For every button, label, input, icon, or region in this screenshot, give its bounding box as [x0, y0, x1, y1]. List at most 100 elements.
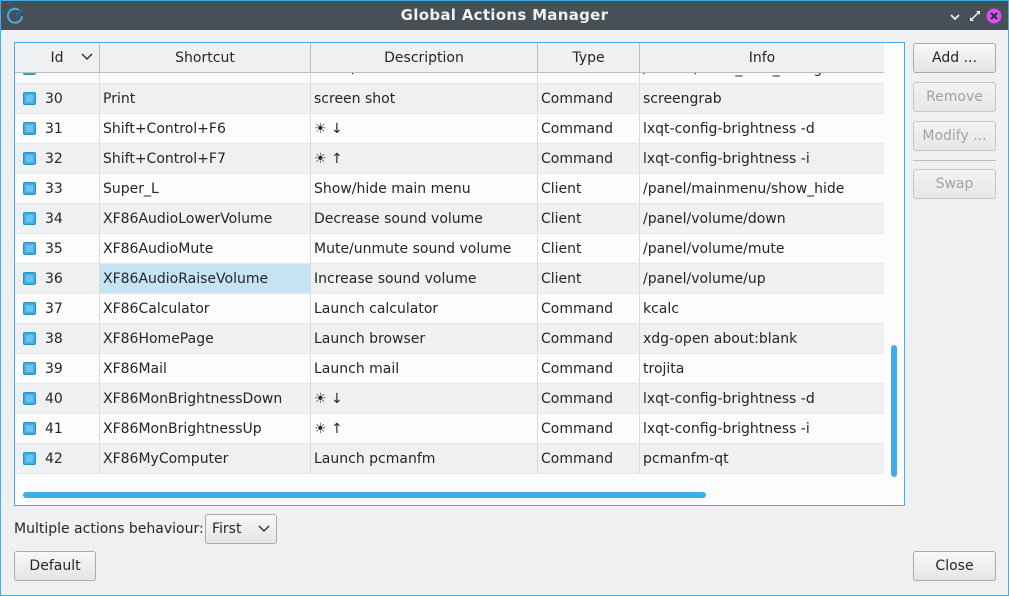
cell-id[interactable]: 36: [15, 264, 100, 294]
cell-id[interactable]: 42: [15, 444, 100, 474]
cell-info[interactable]: screengrab: [640, 84, 884, 114]
enabled-checkbox[interactable]: [23, 392, 36, 405]
cell-info[interactable]: /runner/show_hide_dialog: [640, 73, 884, 84]
cell-shortcut[interactable]: Shift+Control+F7: [100, 144, 311, 174]
cell-type[interactable]: Command: [538, 384, 640, 414]
close-icon[interactable]: [986, 8, 1002, 24]
cell-description[interactable]: ☀ ↑: [311, 144, 538, 174]
default-button[interactable]: Default: [14, 551, 96, 581]
column-header-info[interactable]: Info: [640, 43, 884, 73]
cell-shortcut[interactable]: XF86AudioMute: [100, 234, 311, 264]
cell-shortcut[interactable]: XF86MyComputer: [100, 444, 311, 474]
cell-description[interactable]: Decrease sound volume: [311, 204, 538, 234]
cell-shortcut[interactable]: XF86Mail: [100, 354, 311, 384]
cell-id[interactable]: 30: [15, 84, 100, 114]
cell-type[interactable]: Client: [538, 174, 640, 204]
cell-type[interactable]: Command: [538, 294, 640, 324]
cell-description[interactable]: Launch browser: [311, 324, 538, 354]
chevron-down-icon[interactable]: [81, 53, 93, 61]
cell-description[interactable]: Mute/unmute sound volume: [311, 234, 538, 264]
cell-info[interactable]: xdg-open about:blank: [640, 324, 884, 354]
cell-info[interactable]: pcmanfm-qt: [640, 444, 884, 474]
column-header-shortcut[interactable]: Shortcut: [100, 43, 311, 73]
cell-id[interactable]: 35: [15, 234, 100, 264]
cell-description[interactable]: Launch calculator: [311, 294, 538, 324]
cell-info[interactable]: /panel/volume/up: [640, 264, 884, 294]
cell-id[interactable]: 31: [15, 114, 100, 144]
modify-button[interactable]: Modify ...: [913, 121, 996, 151]
cell-shortcut[interactable]: Shift+Control+F6: [100, 114, 311, 144]
cell-type[interactable]: Command: [538, 114, 640, 144]
cell-id[interactable]: 38: [15, 324, 100, 354]
enabled-checkbox[interactable]: [23, 122, 36, 135]
cell-shortcut[interactable]: Print: [100, 84, 311, 114]
vertical-scrollbar-thumb[interactable]: [891, 345, 897, 477]
column-header-type[interactable]: Type: [538, 43, 640, 73]
add-button[interactable]: Add ...: [913, 43, 996, 73]
enabled-checkbox[interactable]: [23, 422, 36, 435]
remove-button[interactable]: Remove: [913, 82, 996, 112]
cell-shortcut[interactable]: XF86MonBrightnessDown: [100, 384, 311, 414]
cell-shortcut[interactable]: XF86MonBrightnessUp: [100, 414, 311, 444]
enabled-checkbox[interactable]: [23, 212, 36, 225]
cell-shortcut[interactable]: XF86AudioLowerVolume: [100, 204, 311, 234]
cell-description[interactable]: Increase sound volume: [311, 264, 538, 294]
cell-type[interactable]: Client: [538, 204, 640, 234]
cell-type[interactable]: Command: [538, 444, 640, 474]
cell-shortcut[interactable]: XF86Calculator: [100, 294, 311, 324]
cell-shortcut[interactable]: Meta+R: [100, 73, 311, 84]
cell-shortcut[interactable]: XF86HomePage: [100, 324, 311, 354]
enabled-checkbox[interactable]: [23, 302, 36, 315]
cell-description[interactable]: Show/hide runner: [311, 73, 538, 84]
cell-description[interactable]: screen shot: [311, 84, 538, 114]
column-header-description[interactable]: Description: [311, 43, 538, 73]
cell-info[interactable]: trojita: [640, 354, 884, 384]
swap-button[interactable]: Swap: [913, 169, 996, 199]
cell-type[interactable]: Client: [538, 73, 640, 84]
cell-id[interactable]: 33: [15, 174, 100, 204]
multiple-actions-combo[interactable]: First: [205, 514, 277, 544]
enabled-checkbox[interactable]: [23, 332, 36, 345]
cell-description[interactable]: ☀ ↓: [311, 114, 538, 144]
enabled-checkbox[interactable]: [23, 272, 36, 285]
cell-id[interactable]: 34: [15, 204, 100, 234]
cell-type[interactable]: Command: [538, 144, 640, 174]
enabled-checkbox[interactable]: [23, 242, 36, 255]
vertical-scrollbar[interactable]: [885, 43, 904, 484]
cell-id[interactable]: 39: [15, 354, 100, 384]
enabled-checkbox[interactable]: [23, 73, 36, 75]
cell-type[interactable]: Client: [538, 234, 640, 264]
enabled-checkbox[interactable]: [23, 362, 36, 375]
cell-description[interactable]: Launch pcmanfm: [311, 444, 538, 474]
restore-icon[interactable]: [967, 8, 983, 24]
cell-id[interactable]: 32: [15, 144, 100, 174]
cell-info[interactable]: lxqt-config-brightness -i: [640, 144, 884, 174]
enabled-checkbox[interactable]: [23, 452, 36, 465]
cell-id[interactable]: 41: [15, 414, 100, 444]
cell-info[interactable]: lxqt-config-brightness -d: [640, 114, 884, 144]
actions-table[interactable]: Id Shortcut Description Type Info 29Meta…: [14, 42, 905, 506]
cell-shortcut[interactable]: Super_L: [100, 174, 311, 204]
cell-description[interactable]: Show/hide main menu: [311, 174, 538, 204]
cell-info[interactable]: lxqt-config-brightness -i: [640, 414, 884, 444]
cell-id[interactable]: 29: [15, 73, 100, 84]
cell-info[interactable]: kcalc: [640, 294, 884, 324]
column-header-id[interactable]: Id: [15, 43, 100, 73]
close-button[interactable]: Close: [913, 551, 996, 581]
enabled-checkbox[interactable]: [23, 182, 36, 195]
cell-shortcut[interactable]: XF86AudioRaiseVolume: [100, 264, 311, 294]
table-row[interactable]: 29Meta+RShow/hide runnerClient/runner/sh…: [15, 73, 884, 84]
cell-type[interactable]: Command: [538, 354, 640, 384]
cell-type[interactable]: Client: [538, 264, 640, 294]
